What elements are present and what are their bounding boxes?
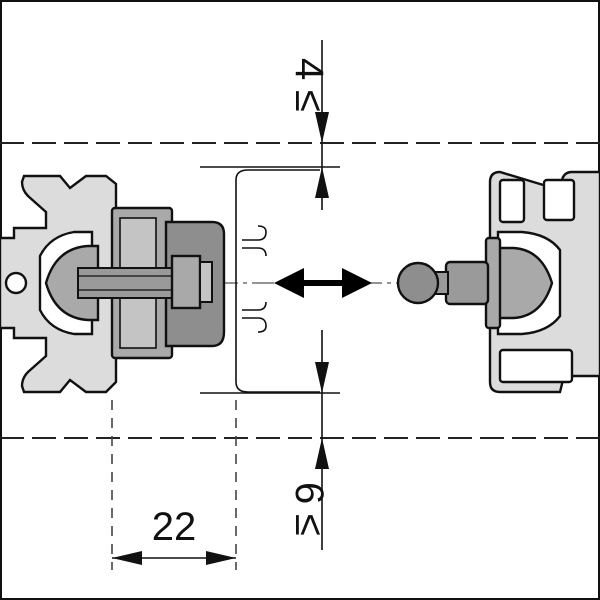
motion-arrow: [274, 268, 372, 298]
right-profile-cutout: [498, 178, 526, 224]
right-profile-cutout: [542, 178, 576, 222]
connector-outline: [235, 169, 320, 393]
ball-stud-body: [444, 260, 490, 306]
dim-top-value: 4: [287, 58, 331, 80]
dim-arrow: [315, 438, 329, 469]
right-profile-cutout: [498, 348, 574, 384]
dim-bottom-symbol: ≤: [287, 514, 331, 536]
dim-top-symbol: ≤: [287, 90, 331, 112]
clip-hook-lower: [242, 317, 267, 333]
dim-arrow: [315, 112, 329, 143]
dim-width-value: 22: [152, 505, 197, 549]
left-profile: [0, 174, 226, 394]
dim-bottom-value: 6: [287, 482, 331, 504]
dim-arrow: [206, 551, 236, 565]
bolt-nut: [170, 254, 202, 310]
dimension-width: 22: [112, 505, 236, 565]
dim-arrow: [112, 551, 142, 565]
left-profile-hole: [4, 271, 28, 295]
clip-hooks: [242, 225, 267, 333]
bolt-washer: [199, 261, 213, 303]
ball-head: [396, 261, 440, 305]
clip-hook-upper: [242, 225, 267, 241]
right-profile: [396, 170, 600, 394]
dim-arrow: [315, 167, 329, 198]
dimension-top: 4 ≤: [287, 40, 331, 210]
dimension-bottom: 6 ≤: [287, 330, 331, 550]
dim-arrow: [315, 362, 329, 393]
clip-hook-lower: [242, 301, 267, 311]
extension-lines: [0, 142, 600, 570]
clip-hook-upper: [242, 247, 267, 257]
